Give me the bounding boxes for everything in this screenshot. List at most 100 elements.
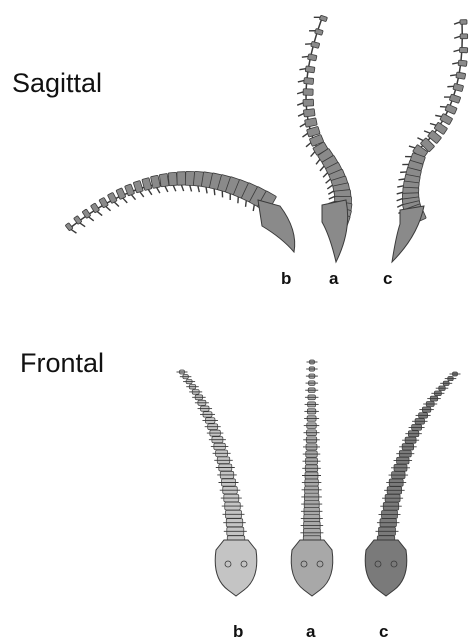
sagittal-spine-a <box>297 13 352 262</box>
spinous-process <box>447 85 453 88</box>
sacrum-pelvis <box>365 540 407 596</box>
vertebral-body <box>303 99 314 106</box>
vertebra <box>304 416 319 421</box>
spinous-process <box>314 15 320 19</box>
vertebra <box>391 464 410 471</box>
spinous-process <box>213 189 216 195</box>
spinous-process <box>405 155 411 159</box>
vertebra <box>168 172 178 192</box>
spinous-process <box>444 95 450 99</box>
spinous-process <box>322 173 328 177</box>
vertebra <box>195 400 209 405</box>
vertebra <box>447 82 463 92</box>
spinous-process <box>298 80 304 83</box>
sacrum <box>392 206 424 262</box>
sagittal-spine-c <box>392 20 468 262</box>
spinous-process <box>299 124 305 127</box>
frontal-label-c: c <box>379 623 388 640</box>
spinous-process <box>397 192 403 194</box>
spinous-process <box>106 206 111 212</box>
vertebral-body <box>304 78 314 85</box>
vertebra <box>382 494 403 502</box>
vertebra <box>192 395 206 400</box>
spinous-process <box>140 191 144 197</box>
spinous-process <box>327 185 333 189</box>
sacrum-pelvis <box>215 540 257 596</box>
vertebra <box>440 381 452 385</box>
spinous-process <box>329 196 335 199</box>
spinous-process <box>310 152 316 157</box>
spinous-process <box>305 42 311 45</box>
spinous-process <box>325 179 331 183</box>
vertebra <box>303 437 320 443</box>
vertebra <box>453 47 467 53</box>
sagittal-label-a: a <box>329 270 338 287</box>
vertebra <box>439 102 457 115</box>
vertebra <box>217 471 237 478</box>
vertebra <box>396 450 414 457</box>
vertebral-body <box>168 172 177 186</box>
vertebra <box>301 507 323 515</box>
vertebra <box>450 71 466 79</box>
vertebra <box>223 510 245 518</box>
vertebra <box>394 457 413 464</box>
spinous-process <box>123 197 127 203</box>
vertebra <box>222 502 244 510</box>
spinous-process <box>298 113 304 116</box>
frontal-label-b: b <box>233 623 243 640</box>
spinous-process <box>131 194 135 200</box>
vertebra <box>306 381 319 386</box>
vertebra <box>205 424 221 430</box>
vertebral-body <box>308 54 317 61</box>
spinous-process <box>302 133 308 137</box>
spinous-process <box>305 143 311 147</box>
vertebral-body <box>303 89 313 96</box>
vertebra <box>298 77 314 85</box>
vertebra <box>412 418 428 424</box>
spinous-process <box>148 189 151 195</box>
sacrum <box>258 200 295 252</box>
vertebra <box>454 20 467 25</box>
spinous-process <box>221 191 225 197</box>
vertebra <box>427 396 441 401</box>
spinous-process <box>302 55 308 58</box>
vertebra <box>305 395 319 400</box>
spinous-process <box>297 92 303 94</box>
sagittal-label-c: c <box>383 270 392 287</box>
vertebra <box>306 374 318 378</box>
vertebral-body <box>458 60 467 66</box>
spinous-process <box>398 178 404 181</box>
spinous-process <box>165 186 168 192</box>
sacrum <box>322 200 348 262</box>
vertebra <box>177 370 188 374</box>
vertebra <box>405 431 422 437</box>
spinous-process <box>228 194 232 200</box>
spinous-process <box>454 50 460 52</box>
spinous-process <box>236 197 240 203</box>
vertebra <box>189 390 202 395</box>
frontal-label-a: a <box>306 623 315 640</box>
vertebra <box>207 430 224 436</box>
vertebra <box>386 479 406 486</box>
spinous-process <box>328 191 334 194</box>
frontal-spine-a <box>291 360 333 596</box>
spinous-process <box>297 103 303 105</box>
spinous-process <box>114 201 118 207</box>
vertebra <box>302 53 317 61</box>
vertebra <box>379 510 401 518</box>
sagittal-label-b: b <box>281 270 291 287</box>
spinous-process <box>80 222 85 228</box>
vertebra <box>304 423 320 429</box>
spinous-process <box>400 170 406 173</box>
spinous-process <box>319 166 325 171</box>
spinous-process <box>181 185 183 191</box>
vertebra <box>213 450 231 457</box>
vertebra <box>224 527 247 535</box>
vertebra <box>454 34 468 39</box>
vertebra <box>305 402 319 407</box>
vertebra <box>402 437 419 443</box>
vertebra <box>211 443 229 449</box>
spinous-process <box>89 216 94 222</box>
